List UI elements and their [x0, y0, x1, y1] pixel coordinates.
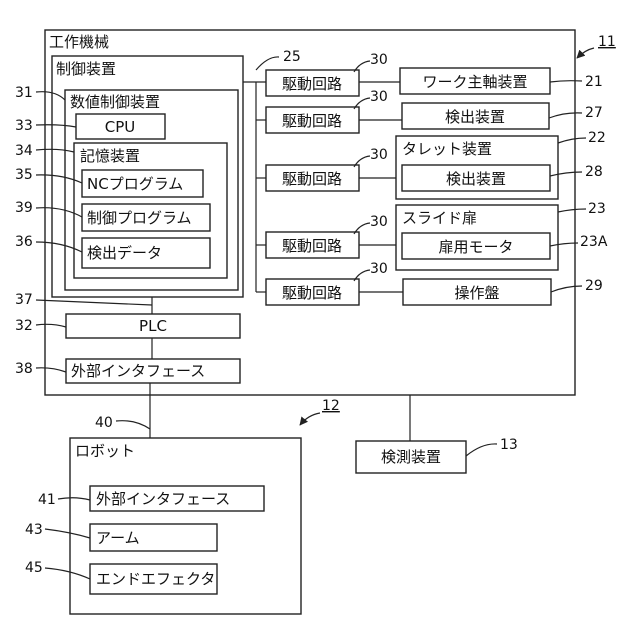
ref-12-arrow: [300, 413, 320, 425]
memory-device-label: 記憶装置: [80, 147, 140, 165]
robot-label: ロボット: [75, 442, 135, 460]
ref-40-leader: [116, 421, 150, 429]
ref-43: 43: [25, 522, 43, 538]
end-effector-label: エンドエフェクタ: [96, 570, 215, 588]
detection-data-label: 検出データ: [87, 244, 162, 262]
ref-35: 35: [15, 167, 33, 183]
ref-31: 31: [15, 85, 33, 101]
ref-25: 25: [283, 49, 301, 65]
plc-label: PLC: [139, 317, 167, 335]
drive-circuit-label-1: 駆動回路: [282, 75, 342, 93]
ref-34: 34: [15, 143, 33, 159]
drive-circuit-label-2: 駆動回路: [282, 112, 342, 130]
ref-40: 40: [95, 415, 113, 431]
ref-38: 38: [15, 361, 33, 377]
ref-22: 22: [588, 130, 606, 146]
ref-21: 21: [585, 74, 603, 90]
ext-interface-machine-label: 外部インタフェース: [71, 362, 205, 380]
slide-door-label: スライド扉: [402, 209, 477, 227]
work-spindle-label: ワーク主軸装置: [422, 73, 527, 91]
drive-circuit-label-3: 駆動回路: [282, 170, 342, 188]
ref-28: 28: [585, 164, 603, 180]
operation-panel-label: 操作盤: [454, 284, 499, 302]
cpu-label: CPU: [105, 118, 136, 136]
nc-device-label: 数値制御装置: [70, 93, 160, 111]
ref-32: 32: [15, 318, 33, 334]
control-device-label: 制御装置: [56, 60, 116, 78]
ref-29: 29: [585, 278, 603, 294]
arm-label: アーム: [96, 529, 140, 547]
measuring-device-label: 検測装置: [381, 448, 441, 466]
ref-11: 11: [598, 34, 616, 50]
ref-30-4: 30: [370, 214, 388, 230]
ref-41: 41: [38, 492, 56, 508]
ref-23: 23: [588, 201, 606, 217]
turret-detector-label: 検出装置: [446, 170, 506, 188]
ref-33: 33: [15, 118, 33, 134]
ref-13: 13: [500, 437, 518, 453]
ref-39: 39: [15, 200, 33, 216]
detector-label: 検出装置: [445, 108, 505, 126]
control-program-label: 制御プログラム: [87, 209, 192, 227]
turret-label: タレット装置: [402, 140, 492, 158]
ref-36: 36: [15, 234, 33, 250]
ref-37: 37: [15, 292, 33, 308]
ref-30-2: 30: [370, 89, 388, 105]
ref-13-leader: [466, 444, 497, 456]
ref-23a: 23A: [580, 234, 608, 250]
ref-30-5: 30: [370, 261, 388, 277]
ref-30-3: 30: [370, 147, 388, 163]
ref-27: 27: [585, 105, 603, 121]
ref-12: 12: [322, 398, 340, 414]
ref-30-1: 30: [370, 52, 388, 68]
door-motor-label: 扉用モータ: [438, 238, 513, 256]
ref-11-arrow: [577, 48, 594, 58]
machine-tool-label: 工作機械: [49, 33, 109, 51]
nc-program-label: NCプログラム: [87, 175, 183, 193]
ref-45: 45: [25, 560, 43, 576]
drive-circuit-label-5: 駆動回路: [282, 284, 342, 302]
ext-interface-robot-label: 外部インタフェース: [96, 490, 230, 508]
drive-circuit-label-4: 駆動回路: [282, 237, 342, 255]
